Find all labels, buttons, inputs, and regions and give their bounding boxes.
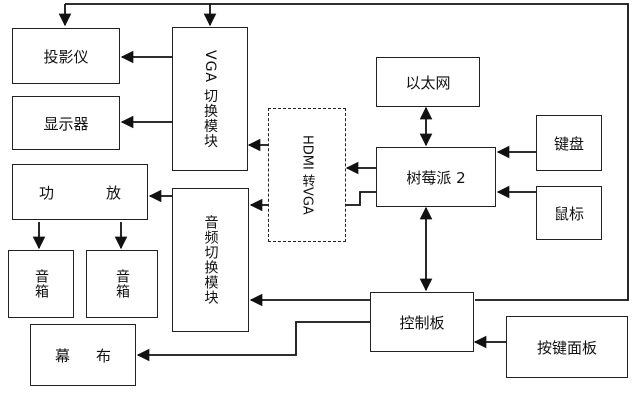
hdmi-vga-label: HDMI 转VGA xyxy=(299,135,315,215)
edge-control-to-screen xyxy=(136,321,370,362)
keyboard-label: 键盘 xyxy=(553,134,584,153)
amplifier-label-2: 放 xyxy=(105,183,121,202)
control-board-node: 控制板 xyxy=(370,292,474,352)
vga-switch-node: VGA 切换模块 xyxy=(172,27,248,171)
mouse-label: 鼠标 xyxy=(553,204,584,223)
mouse-node: 鼠标 xyxy=(536,186,602,240)
audio-switch-label: 音频切换模块 xyxy=(202,215,219,305)
display-label: 显示器 xyxy=(43,114,89,133)
button-panel-label: 按键面板 xyxy=(536,338,597,357)
speaker-right-node: 音箱 xyxy=(86,250,158,318)
projector-label: 投影仪 xyxy=(43,47,89,66)
ethernet-node: 以太网 xyxy=(376,57,480,107)
speaker-left-label: 音箱 xyxy=(33,269,49,299)
audio-switch-node: 音频切换模块 xyxy=(172,188,249,332)
amplifier-label-1: 功 xyxy=(38,183,54,202)
ethernet-label: 以太网 xyxy=(405,73,451,92)
control-board-label: 控制板 xyxy=(399,313,445,332)
amplifier-node: 功 放 xyxy=(12,164,148,220)
edge-control-to-top-bus xyxy=(65,3,629,301)
keyboard-node: 键盘 xyxy=(536,115,602,171)
screen-node: 幕 布 xyxy=(30,324,136,386)
display-node: 显示器 xyxy=(12,96,120,150)
button-panel-node: 按键面板 xyxy=(506,316,628,378)
screen-label-2: 布 xyxy=(96,346,112,365)
screen-label-1: 幕 xyxy=(54,346,70,365)
speaker-right-label: 音箱 xyxy=(114,269,130,299)
projector-node: 投影仪 xyxy=(12,28,120,84)
hdmi-vga-node: HDMI 转VGA xyxy=(268,108,346,242)
speaker-left-node: 音箱 xyxy=(8,250,74,318)
vga-switch-label: VGA 切换模块 xyxy=(202,49,218,149)
raspberry-pi-label: 树莓派 2 xyxy=(406,168,466,187)
raspberry-pi-node: 树莓派 2 xyxy=(376,147,496,207)
